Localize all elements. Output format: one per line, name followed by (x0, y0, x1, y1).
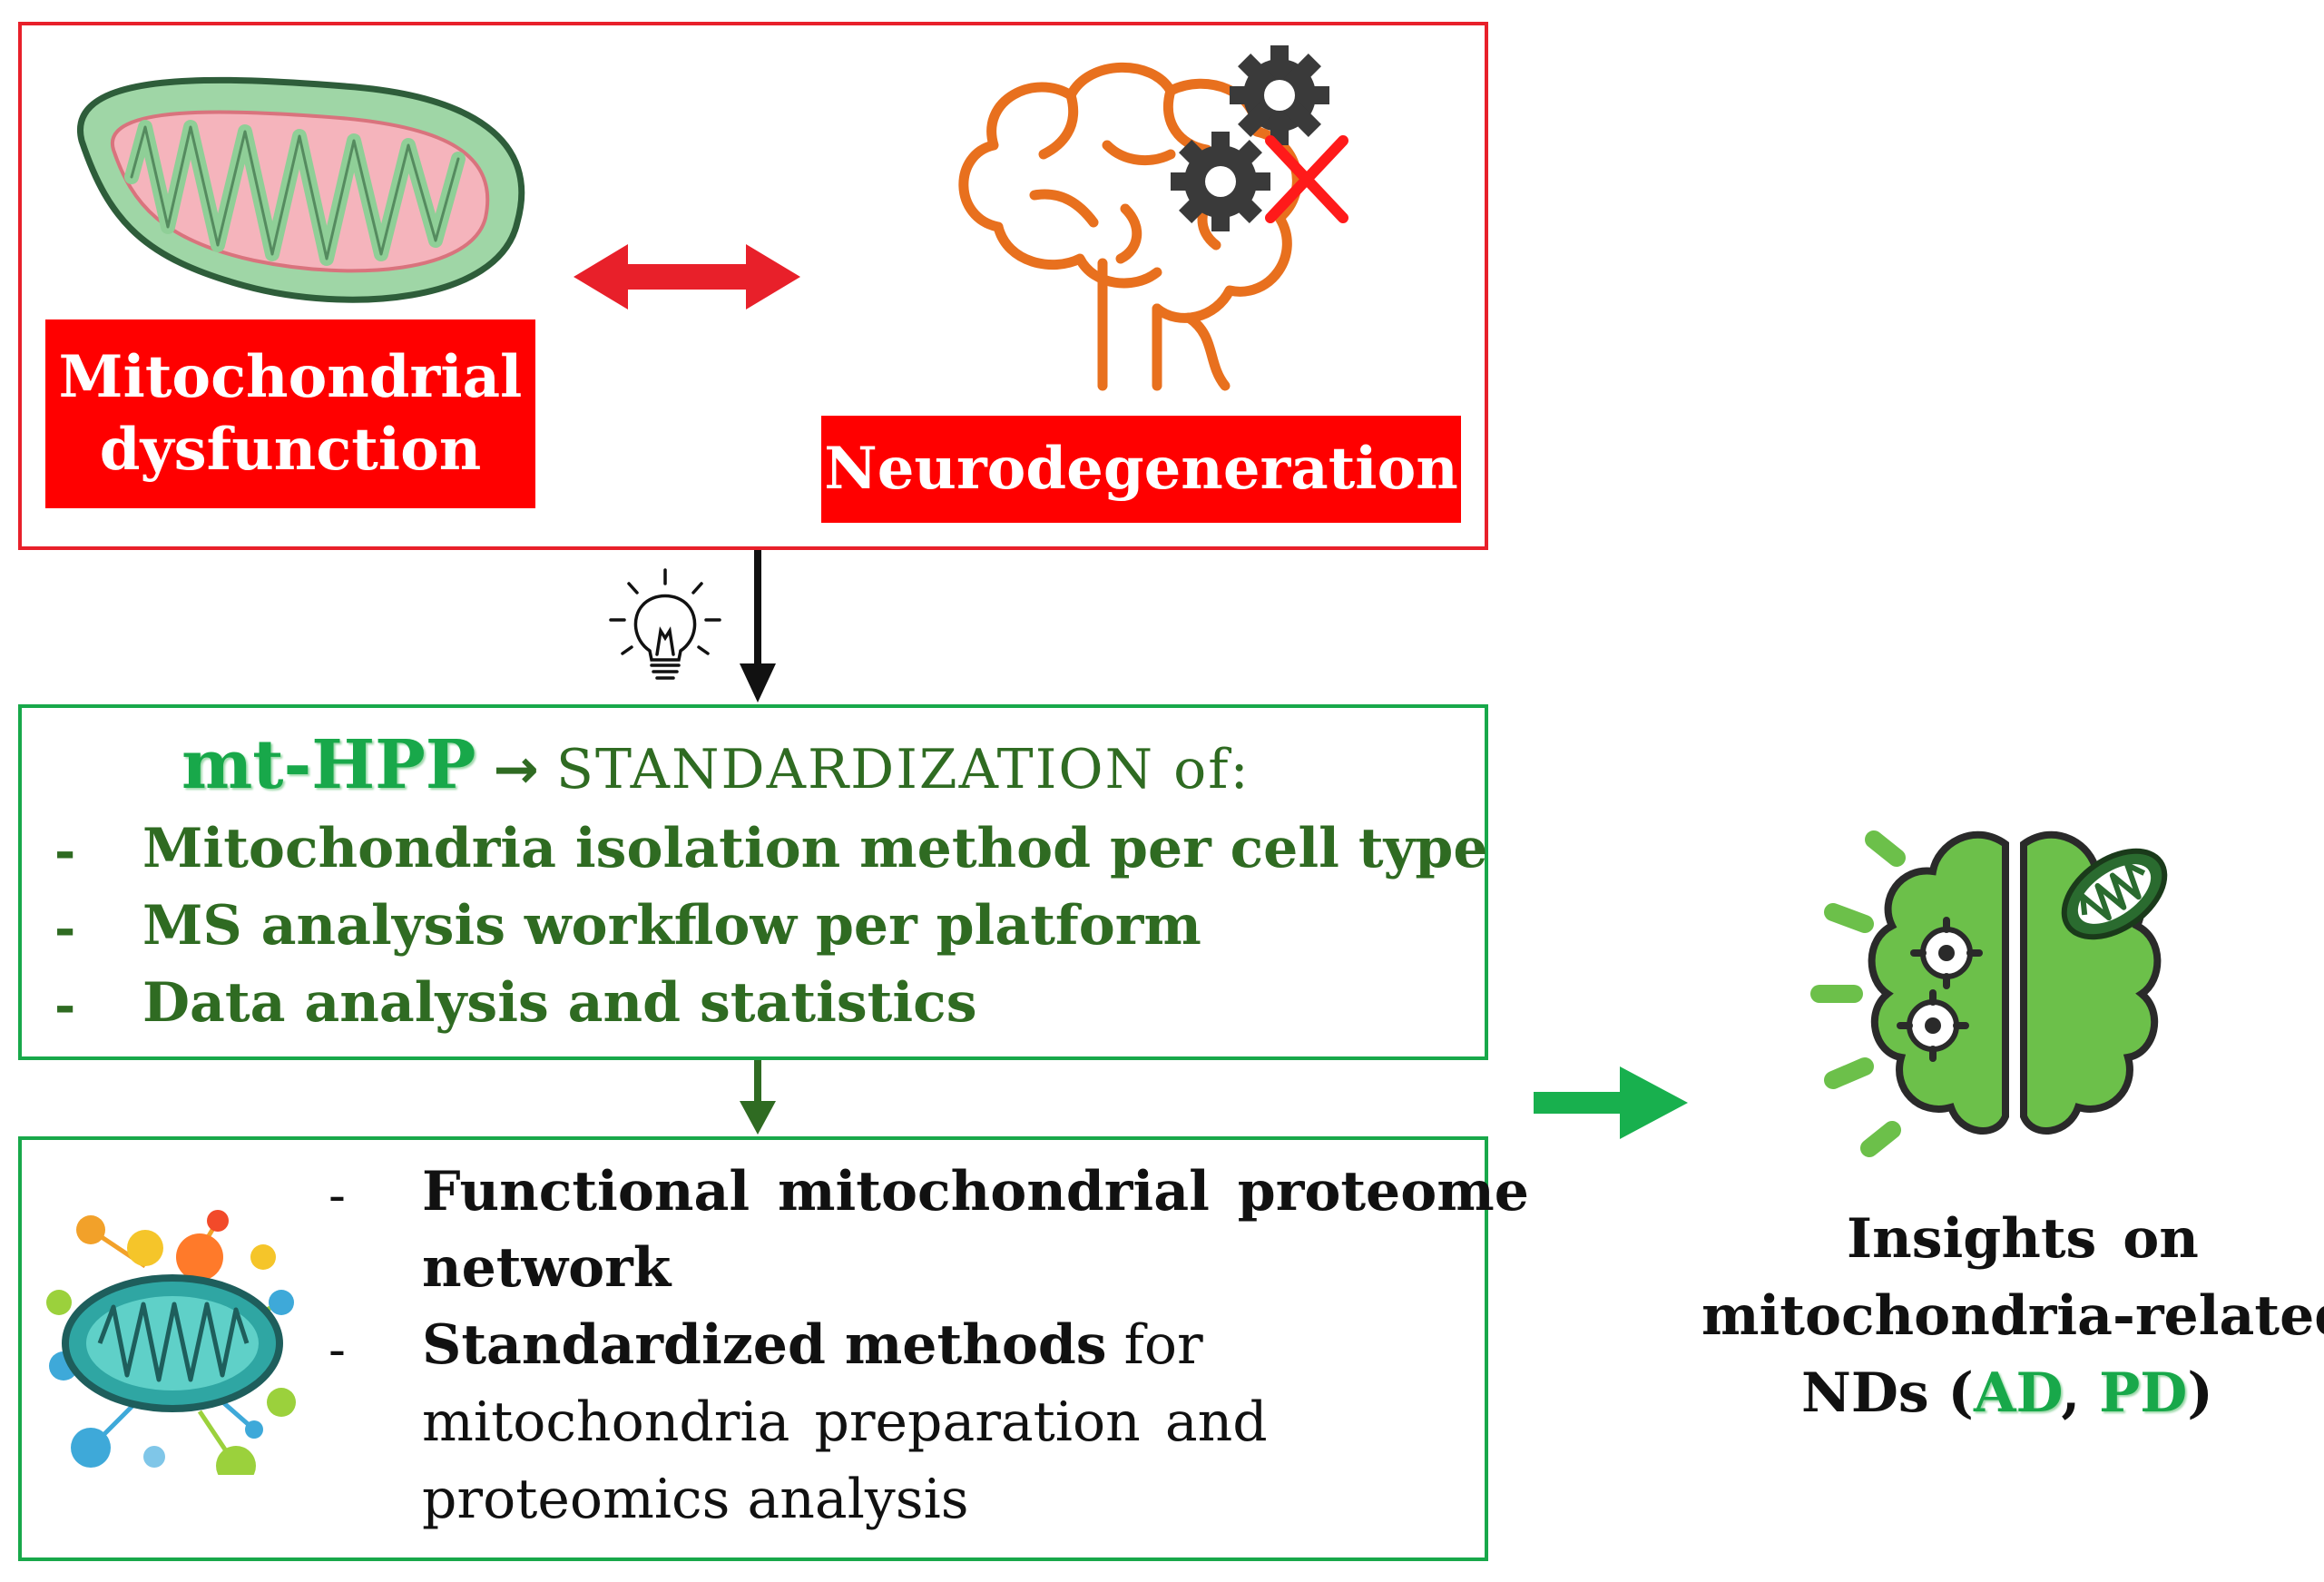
middle-item-1: Mitochondria isolation method per cell t… (142, 817, 1488, 880)
insights-line-2: mitochondria-related (1701, 1284, 2324, 1348)
standardization-panel (18, 704, 1488, 1060)
insights-line-1: Insights on (1847, 1207, 2199, 1271)
middle-item-2: MS analysis workflow per platform (142, 894, 1201, 958)
green-brain-icon (1810, 830, 2168, 1157)
pd-highlight: PD (2099, 1361, 2188, 1425)
right-arrow-green-icon (1534, 1066, 1688, 1139)
ad-highlight: AD (1973, 1361, 2062, 1425)
brain-gears-icon (958, 45, 1348, 391)
mitochondrion-icon (76, 76, 525, 303)
standardization-title: mt-HPP → STANDARDIZATION of: (181, 726, 1250, 804)
title-rest: STANDARDIZATION of: (555, 738, 1250, 801)
down-arrow-black-icon (740, 550, 776, 703)
network-mitochondrion-icon (46, 1210, 296, 1475)
mitochondrial-dysfunction-label: Mitochondrial dysfunction (45, 319, 535, 508)
bottom-item-2-line3: proteomics analysis (422, 1468, 969, 1531)
bottom-item-1-line2: network (422, 1236, 672, 1300)
bidirectional-arrow-icon (574, 244, 800, 310)
middle-dash-2: - (54, 899, 76, 958)
middle-dash-1: - (54, 821, 76, 881)
bottom-item-2-line2: mitochondria preparation and (422, 1390, 1268, 1454)
mito-label-line1: Mitochondrial (58, 343, 523, 411)
middle-item-3: Data analysis and statistics (142, 971, 977, 1035)
bottom-item-1-line1: Functional mitochondrial proteome (422, 1160, 1529, 1223)
title-arrow: → (493, 738, 539, 801)
comma: , (2061, 1361, 2100, 1425)
mt-hpp-title: mt-HPP (181, 726, 476, 804)
nds-prefix: NDs ( (1801, 1361, 1974, 1425)
down-arrow-green-icon (740, 1060, 776, 1135)
neurodegeneration-label: Neurodegeneration (821, 416, 1461, 523)
insights-line-3: NDs (AD, PD) (1801, 1361, 2213, 1425)
standardized-methods-bold: Standardized methods (422, 1313, 1107, 1377)
bottom-dash-2: - (328, 1321, 346, 1380)
bottom-item-2-line1: Standardized methods for (422, 1313, 1203, 1377)
middle-dash-3: - (54, 976, 76, 1036)
mito-label-line2: dysfunction (99, 416, 482, 484)
neuro-label-text: Neurodegeneration (824, 435, 1458, 503)
lightbulb-icon (609, 568, 721, 680)
nds-suffix: ) (2187, 1361, 2213, 1425)
item2-rest: for (1106, 1313, 1203, 1377)
bottom-dash-1: - (328, 1166, 346, 1225)
